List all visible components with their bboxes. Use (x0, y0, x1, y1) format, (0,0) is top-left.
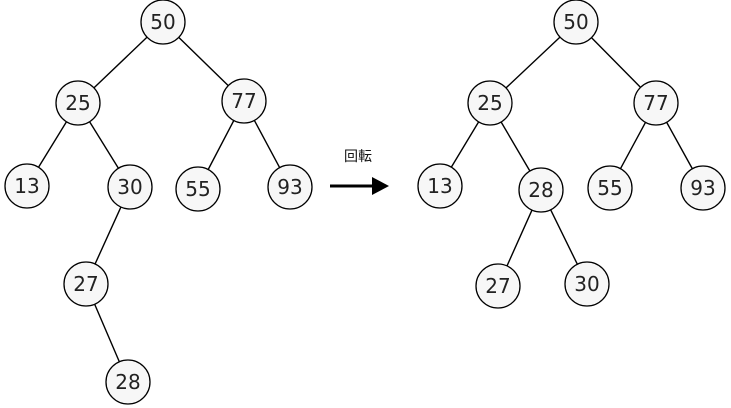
tree-node: 28 (518, 167, 564, 213)
tree-edge (94, 303, 120, 363)
tree-edge (619, 122, 647, 169)
tree-edge (88, 121, 120, 169)
tree-edge (450, 121, 480, 168)
tree-edge (506, 209, 533, 267)
tree-node: 93 (267, 164, 313, 210)
node-circle (267, 164, 313, 210)
node-value: 25 (477, 91, 502, 115)
tree-after: 50 25 77 13 28 55 93 27 30 (417, 0, 726, 309)
tree-edge (666, 121, 693, 170)
tree-node: 55 (175, 166, 221, 212)
tree-node: 30 (564, 261, 610, 307)
tree-edge (94, 206, 122, 265)
edges (450, 36, 693, 267)
node-value: 93 (277, 175, 302, 199)
node-value: 28 (115, 370, 140, 394)
node-value: 28 (528, 178, 553, 202)
tree-node: 27 (475, 263, 521, 309)
rotation-label: 回転 (344, 149, 372, 165)
node-circle (140, 0, 186, 45)
tree-node: 25 (55, 80, 101, 126)
node-value: 30 (574, 272, 599, 296)
node-value: 27 (73, 272, 98, 296)
tree-edge (253, 120, 281, 168)
node-circle (107, 164, 153, 210)
tree-node: 13 (4, 163, 50, 209)
node-value: 25 (65, 91, 90, 115)
tree-edge (500, 121, 531, 172)
right-arrow-icon (330, 177, 389, 195)
node-circle (680, 165, 726, 211)
node-circle (633, 80, 679, 126)
node-value: 77 (231, 89, 256, 113)
node-value: 55 (597, 176, 622, 200)
tree-edge (178, 36, 229, 87)
node-circle (105, 359, 151, 405)
tree-node: 13 (417, 163, 463, 209)
node-value: 93 (690, 176, 715, 200)
node-circle (417, 163, 463, 209)
tree-edge (505, 36, 561, 89)
edges (37, 36, 281, 363)
node-value: 55 (185, 177, 210, 201)
tree-node: 55 (587, 165, 633, 211)
node-circle (4, 163, 50, 209)
node-circle (467, 80, 513, 126)
node-circle (564, 261, 610, 307)
tree-node: 30 (107, 164, 153, 210)
node-circle (553, 0, 599, 45)
node-value: 27 (485, 274, 510, 298)
tree-edge (37, 121, 68, 168)
tree-node: 25 (467, 80, 513, 126)
node-value: 13 (427, 174, 452, 198)
tree-node: 27 (63, 261, 109, 307)
tree-edge (93, 36, 148, 89)
node-circle (221, 78, 267, 124)
rotation-arrow: 回転 (330, 149, 389, 195)
node-value: 30 (117, 175, 142, 199)
node-circle (475, 263, 521, 309)
tree-edge (550, 209, 578, 265)
node-circle (175, 166, 221, 212)
node-value: 50 (150, 10, 175, 34)
tree-before: 50 25 77 13 30 55 93 27 28 (4, 0, 313, 405)
tree-node: 77 (221, 78, 267, 124)
tree-node: 28 (105, 359, 151, 405)
node-circle (55, 80, 101, 126)
node-value: 50 (563, 10, 588, 34)
tree-node: 93 (680, 165, 726, 211)
tree-node: 77 (633, 80, 679, 126)
node-circle (587, 165, 633, 211)
tree-edge (207, 120, 235, 170)
node-value: 13 (14, 174, 39, 198)
node-circle (63, 261, 109, 307)
tree-edge (590, 37, 642, 88)
node-value: 77 (643, 91, 668, 115)
tree-node: 50 (140, 0, 186, 45)
node-circle (518, 167, 564, 213)
tree-node: 50 (553, 0, 599, 45)
